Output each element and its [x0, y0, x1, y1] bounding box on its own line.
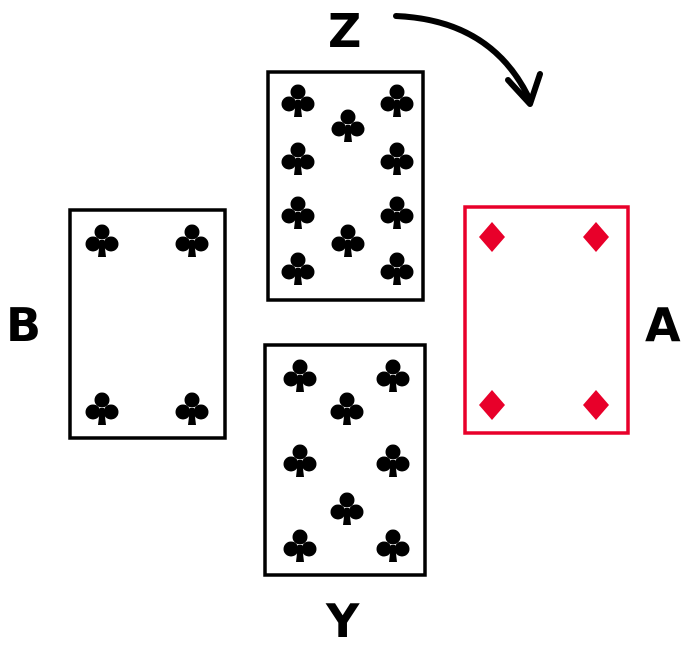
diamond-icon — [479, 390, 505, 420]
card-a — [463, 205, 630, 435]
label-y: Y — [326, 594, 360, 648]
club-icon — [376, 359, 410, 392]
card-b — [68, 208, 227, 440]
club-icon — [85, 392, 119, 425]
club-icon — [330, 492, 364, 525]
club-icon — [380, 252, 414, 285]
label-b: B — [6, 298, 42, 352]
club-icon — [85, 224, 119, 257]
curved-arrow-icon — [393, 13, 543, 107]
club-icon — [376, 444, 410, 477]
club-icon — [380, 196, 414, 229]
club-icon — [376, 529, 410, 562]
diamond-icon — [479, 222, 505, 252]
diamond-icon — [583, 222, 609, 252]
club-icon — [281, 142, 315, 175]
club-icon — [331, 109, 365, 142]
club-icon — [331, 224, 365, 257]
club-icon — [175, 224, 209, 257]
club-icon — [330, 392, 364, 425]
club-icon — [283, 444, 317, 477]
label-a: A — [645, 298, 681, 352]
club-icon — [283, 359, 317, 392]
label-z: Z — [328, 4, 362, 58]
card-z — [266, 70, 425, 302]
diamond-icon — [583, 390, 609, 420]
club-icon — [380, 84, 414, 117]
club-icon — [281, 252, 315, 285]
club-icon — [380, 142, 414, 175]
club-icon — [281, 84, 315, 117]
club-icon — [175, 392, 209, 425]
club-icon — [283, 529, 317, 562]
card-y — [263, 343, 427, 577]
club-icon — [281, 196, 315, 229]
